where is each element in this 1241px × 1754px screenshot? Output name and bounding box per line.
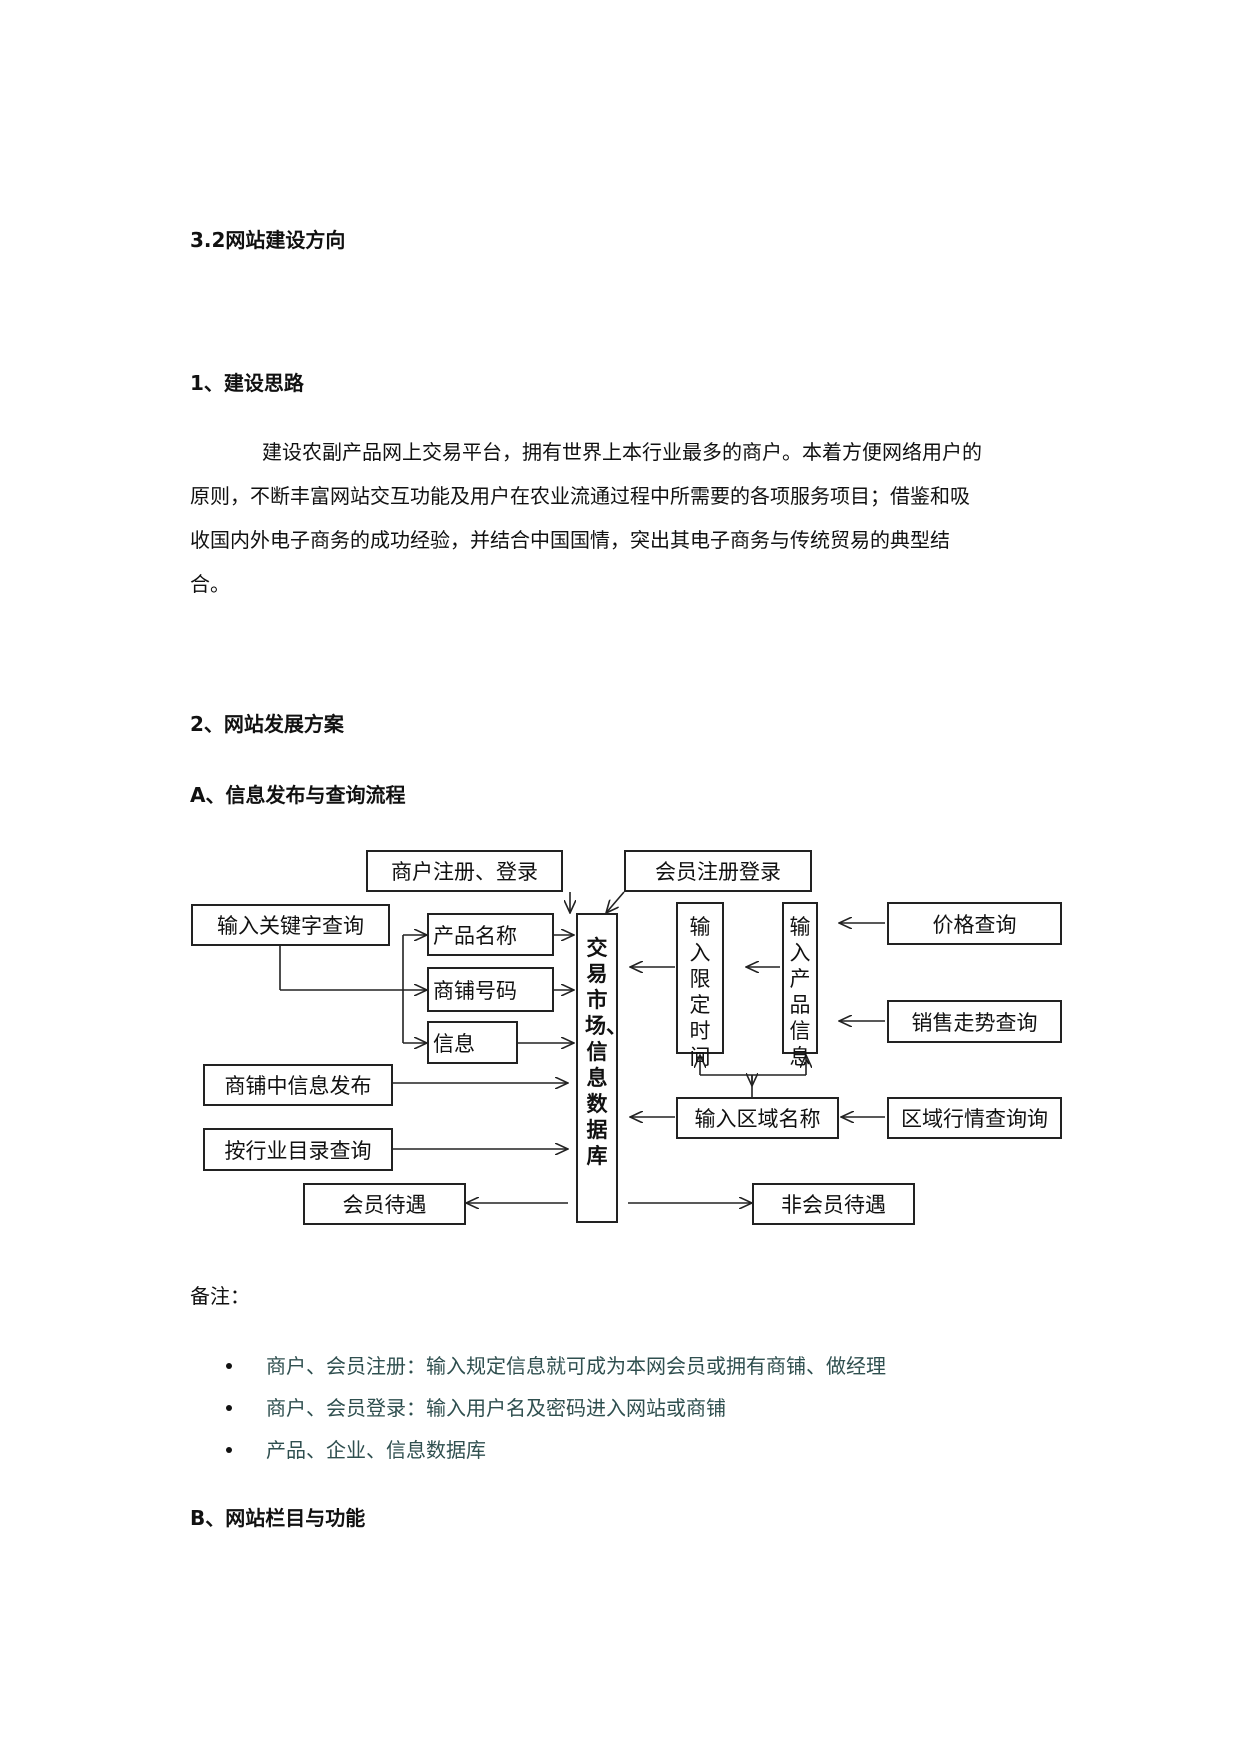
heading-flow: A、信息发布与查询流程 [190, 783, 406, 807]
ideas-paragraph: 建设农副产品网上交易平台，拥有世界上本行业最多的商户。本着方便网络用户的 原则，… [190, 430, 1060, 606]
keyword-search-box: 输入关键字查询 [191, 904, 390, 946]
member-register-label: 会员注册登录 [655, 860, 781, 884]
heading-columns: B、网站栏目与功能 [190, 1506, 366, 1530]
limit-time-box: 输入限定时间 [676, 902, 724, 1069]
database-box: 交易市场、信息数据库 [576, 913, 627, 1223]
shop-number-label: 商铺号码 [433, 978, 517, 1003]
industry-search-label: 按行业目录查询 [224, 1138, 372, 1163]
sales-trend-box: 销售走势查询 [887, 1000, 1062, 1043]
price-query-label: 价格查询 [932, 912, 1017, 937]
note-item: 商户、会员登录：输入用户名及密码进入网站或商铺 [226, 1392, 726, 1421]
shop-publish-box: 商铺中信息发布 [203, 1064, 393, 1106]
paragraph-line: 收国内外电子商务的成功经验，并结合中国国情，突出其电子商务与传统贸易的典型结 [190, 528, 950, 552]
arrow-member-to-db [606, 891, 625, 913]
product-name-label: 产品名称 [433, 923, 517, 948]
info-label: 信息 [433, 1031, 475, 1056]
shop-number-box: 商铺号码 [427, 967, 554, 1012]
note-text: 商户、会员注册：输入规定信息就可成为本网会员或拥有商铺、做经理 [266, 1354, 886, 1378]
member-register-box: 会员注册登录 [624, 850, 812, 892]
note-label: 备注： [190, 1284, 250, 1308]
region-market-box: 区域行情查询询 [887, 1097, 1062, 1139]
limit-time-label: 输入限定时间 [689, 915, 711, 1069]
keyword-search-label: 输入关键字查询 [217, 914, 364, 938]
note-text: 商户、会员登录：输入用户名及密码进入网站或商铺 [266, 1396, 726, 1420]
note-item: 商户、会员注册：输入规定信息就可成为本网会员或拥有商铺、做经理 [226, 1350, 886, 1379]
heading-ideas: 1、建设思路 [190, 371, 304, 395]
product-name-box: 产品名称 [427, 913, 554, 956]
product-info-box: 输入产品信息 [782, 902, 818, 1069]
industry-search-box: 按行业目录查询 [203, 1128, 393, 1171]
paragraph-line: 合。 [190, 572, 230, 596]
bullet-icon [226, 1362, 232, 1369]
section-title: 3.2网站建设方向 [190, 228, 346, 252]
product-info-label: 输入产品信息 [789, 915, 811, 1069]
member-benefit-box: 会员待遇 [303, 1183, 466, 1225]
region-name-label: 输入区域名称 [694, 1107, 821, 1131]
bullet-icon [226, 1446, 232, 1453]
merchant-register-label: 商户注册、登录 [391, 860, 538, 884]
paragraph-line: 建设农副产品网上交易平台，拥有世界上本行业最多的商户。本着方便网络用户的 [262, 440, 982, 464]
shop-publish-label: 商铺中信息发布 [224, 1074, 372, 1098]
region-name-box: 输入区域名称 [676, 1097, 839, 1139]
nonmember-benefit-box: 非会员待遇 [752, 1183, 915, 1225]
bullet-icon [226, 1404, 232, 1411]
heading-plan: 2、网站发展方案 [190, 712, 344, 736]
price-query-box: 价格查询 [887, 902, 1062, 945]
sales-trend-label: 销售走势查询 [911, 1010, 1038, 1035]
paragraph-line: 原则，不断丰富网站交互功能及用户在农业流通过程中所需要的各项服务项目；借鉴和吸 [190, 484, 970, 508]
nonmember-benefit-label: 非会员待遇 [781, 1193, 886, 1217]
region-market-label: 区域行情查询询 [901, 1107, 1048, 1131]
merchant-register-box: 商户注册、登录 [366, 850, 563, 892]
member-benefit-label: 会员待遇 [342, 1193, 427, 1217]
note-item: 产品、企业、信息数据库 [226, 1434, 486, 1463]
info-box: 信息 [427, 1021, 518, 1064]
note-text: 产品、企业、信息数据库 [266, 1438, 486, 1462]
database-label: 交易市场、信息数据库 [585, 936, 627, 1168]
